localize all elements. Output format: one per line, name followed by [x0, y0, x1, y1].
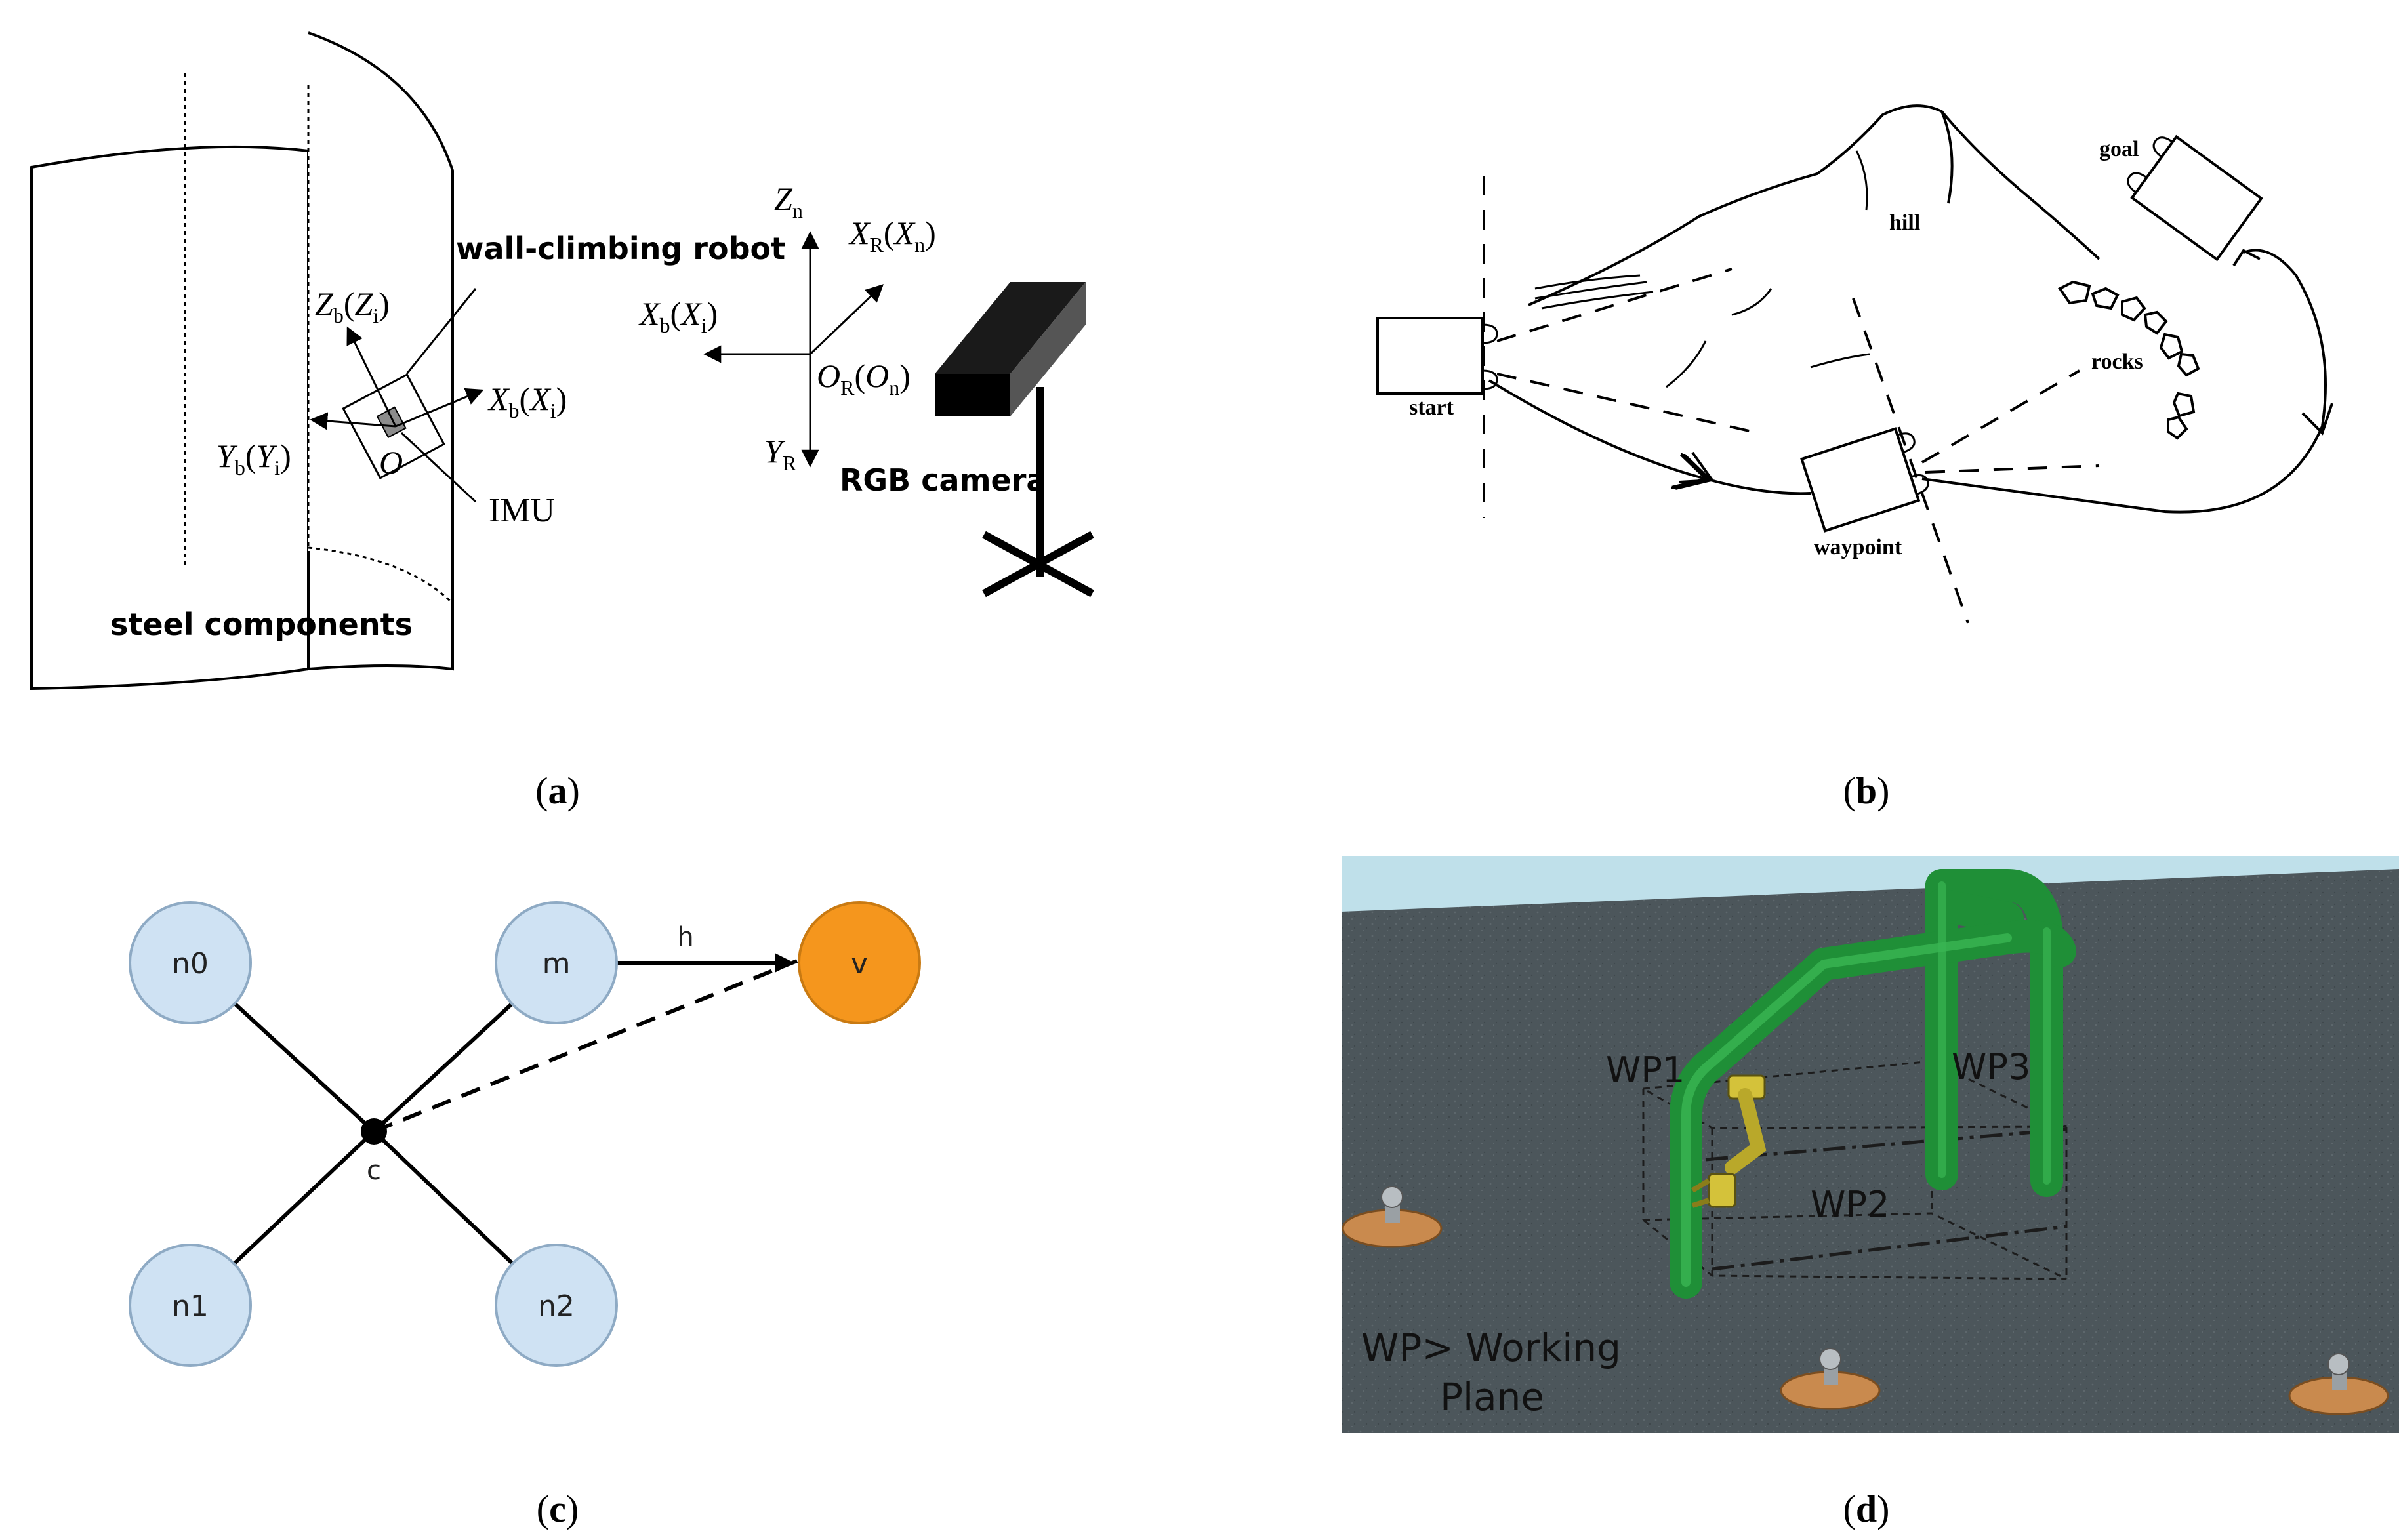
label-hill: hill: [1889, 211, 1920, 235]
rocks: [2058, 280, 2200, 440]
svg-text:n0: n0: [172, 947, 209, 981]
waypoint-ray-2: [1925, 464, 2100, 474]
label-legend-line1: WP> Working: [1361, 1326, 1621, 1370]
waypoint-ray-1: [1921, 369, 2081, 464]
path-waypoint-goal: [1921, 249, 2327, 514]
caption-a: (a): [535, 769, 580, 812]
label-yb: Yb(Yi): [216, 437, 291, 479]
hill-hatch-4: [1855, 150, 1868, 211]
label-rgb-camera: RGB camera: [840, 462, 1046, 498]
label-xb-world: Xb(Xi): [638, 295, 718, 337]
label-imu: IMU: [489, 492, 555, 529]
path-arrowhead-2: [2301, 403, 2333, 436]
waypoint-robot: [1800, 427, 1929, 533]
label-legend-line2: Plane: [1440, 1375, 1544, 1419]
svg-text:n2: n2: [538, 1289, 575, 1323]
path-arrowhead-1: [1679, 451, 1715, 483]
svg-text:n1: n1: [172, 1289, 209, 1323]
hill-hatch-2: [1534, 281, 1647, 300]
label-center-c: c: [367, 1156, 381, 1186]
yb-axis: [310, 412, 396, 430]
hill-hatch-3: [1541, 291, 1654, 310]
node-n0: n0: [129, 901, 252, 1024]
robot-leader-line: [405, 288, 477, 375]
label-xr: XR(Xn): [848, 214, 936, 256]
edge-c-v-dashed: [373, 959, 798, 1133]
path-start-waypoint: [1488, 379, 1811, 495]
imu-box: [376, 406, 407, 439]
hill-ridge: [1940, 111, 1954, 204]
caption-d: (d): [1843, 1488, 1890, 1530]
platform-left: [1342, 1186, 1443, 1248]
waypoint-boundary: [1852, 298, 1969, 624]
label-origin-o: O: [379, 444, 403, 481]
panel-c: n0 m v n1 n2 c h (c): [129, 901, 921, 1530]
label-zn: Zn: [774, 180, 803, 222]
robot-arm: [1691, 1074, 1767, 1208]
label-xb-robot: Xb(Xi): [487, 380, 567, 422]
panel-d: WP1 WP2 WP3 WP> Working Plane (d): [1342, 856, 2399, 1530]
hill-outline: [1528, 104, 2101, 306]
hill-hatch-7: [1666, 340, 1707, 388]
label-start: start: [1409, 395, 1454, 420]
label-wp2: WP2: [1811, 1184, 1889, 1225]
label-waypoint: waypoint: [1814, 535, 1902, 559]
pipe-frame: [1670, 869, 2076, 1299]
panel-b: start hill goal rocks waypoint (b): [1376, 104, 2333, 812]
goal-robot: [2127, 134, 2263, 262]
label-edge-h: h: [677, 922, 693, 952]
zb-axis: [346, 326, 397, 427]
start-ray-1: [1496, 268, 1733, 342]
center-node-c: [361, 1118, 387, 1145]
label-wall-climbing-robot: wall-climbing robot: [456, 231, 785, 266]
node-n1: n1: [129, 1244, 252, 1367]
path-arrowhead-3: [2232, 249, 2261, 267]
platform-right: [2288, 1353, 2389, 1415]
label-goal: goal: [2099, 137, 2139, 161]
scene-sky: [1342, 856, 2399, 912]
hill-hatch-5: [1731, 288, 1773, 316]
platform-center: [1780, 1348, 1881, 1410]
working-plane-wp2-line: [1705, 1127, 2067, 1271]
panel-a: wall-climbing robot steel components IMU…: [30, 31, 1094, 812]
label-wp1: WP1: [1606, 1049, 1685, 1091]
rgb-camera: [935, 282, 1094, 598]
steel-sheet-front: [307, 31, 454, 671]
label-yr: YR: [764, 433, 797, 475]
xb-axis: [395, 388, 484, 428]
label-steel-components: steel components: [110, 607, 413, 642]
hill-hatch-6: [1810, 353, 1870, 369]
label-rocks: rocks: [2091, 350, 2143, 374]
label-zb: Zb(Zi): [315, 285, 390, 327]
node-m: m: [495, 901, 618, 1024]
caption-b: (b): [1843, 769, 1890, 812]
label-or: OR(On): [817, 357, 911, 399]
imu-leader-line: [400, 432, 477, 503]
start-robot: [1376, 317, 1484, 395]
caption-c: (c): [537, 1488, 579, 1530]
start-robot-sensor: [1482, 323, 1498, 390]
steel-sheet-hidden-curve: [308, 546, 454, 605]
hill-hatch-1: [1534, 274, 1641, 290]
node-n2: n2: [495, 1244, 618, 1367]
svg-text:v: v: [851, 947, 868, 981]
label-wp3: WP3: [1952, 1046, 2030, 1087]
start-ray-2: [1496, 373, 1759, 434]
node-v: v: [798, 901, 921, 1024]
xr-axis: [809, 284, 884, 355]
svg-text:m: m: [543, 947, 571, 981]
